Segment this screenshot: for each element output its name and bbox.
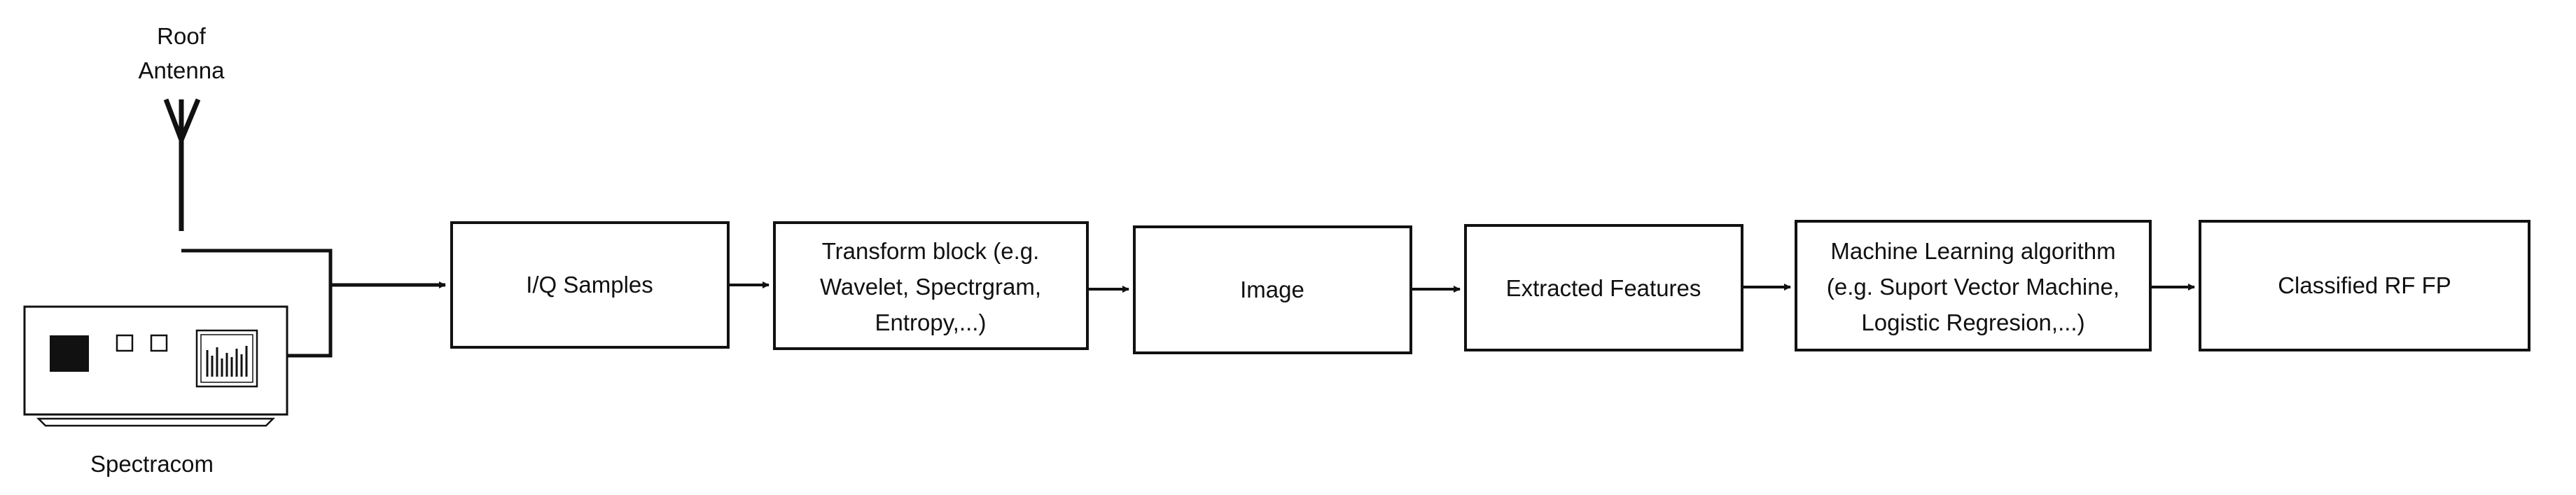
spectracom-label: Spectracom (90, 451, 214, 477)
antenna-label-line1: Roof (157, 23, 207, 49)
ml-algorithm-label-line3: Logistic Regresion,...) (1861, 309, 2084, 335)
transform-block: Transform block (e.g. Wavelet, Spectrgra… (773, 221, 1089, 350)
iq-samples-block: I/Q Samples (450, 221, 730, 349)
classified-rf-fp-block: Classified RF FP (2199, 220, 2530, 351)
image-block: Image (1133, 225, 1412, 354)
extracted-features-block: Extracted Features (1464, 224, 1743, 351)
ml-algorithm-block: Machine Learning algorithm (e.g. Suport … (1795, 220, 2152, 351)
ml-algorithm-label-line2: (e.g. Suport Vector Machine, (1827, 274, 2119, 300)
image-label: Image (1240, 277, 1304, 302)
transform-block-label-line3: Entropy,...) (875, 309, 987, 335)
antenna-label-line2: Antenna (139, 57, 225, 83)
extracted-features-label: Extracted Features (1506, 275, 1701, 301)
spectracom-device-icon (23, 305, 288, 427)
transform-block-label-line2: Wavelet, Spectrgram, (820, 274, 1041, 300)
signal-wiring (181, 249, 446, 358)
classified-rf-fp-label: Classified RF FP (2278, 272, 2451, 298)
ml-algorithm-label-line1: Machine Learning algorithm (1830, 238, 2115, 264)
antenna-icon (163, 98, 201, 231)
transform-block-label-line1: Transform block (e.g. (822, 238, 1040, 264)
iq-samples-label: I/Q Samples (526, 272, 653, 298)
